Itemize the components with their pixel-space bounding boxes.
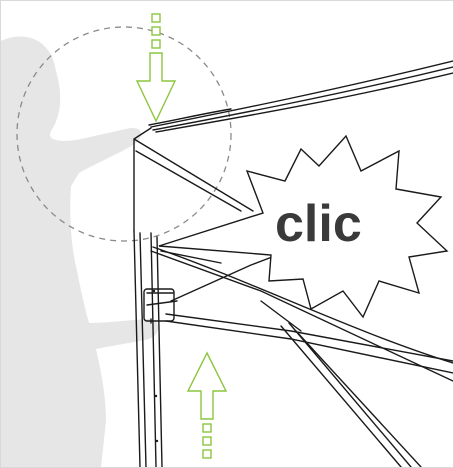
starburst-callout: clic <box>159 136 447 317</box>
clic-label: clic <box>275 195 362 253</box>
leg-post <box>134 231 140 467</box>
down-arrow-icon <box>137 14 175 121</box>
up-arrow-icon <box>188 353 226 458</box>
top-rafter <box>151 61 453 127</box>
